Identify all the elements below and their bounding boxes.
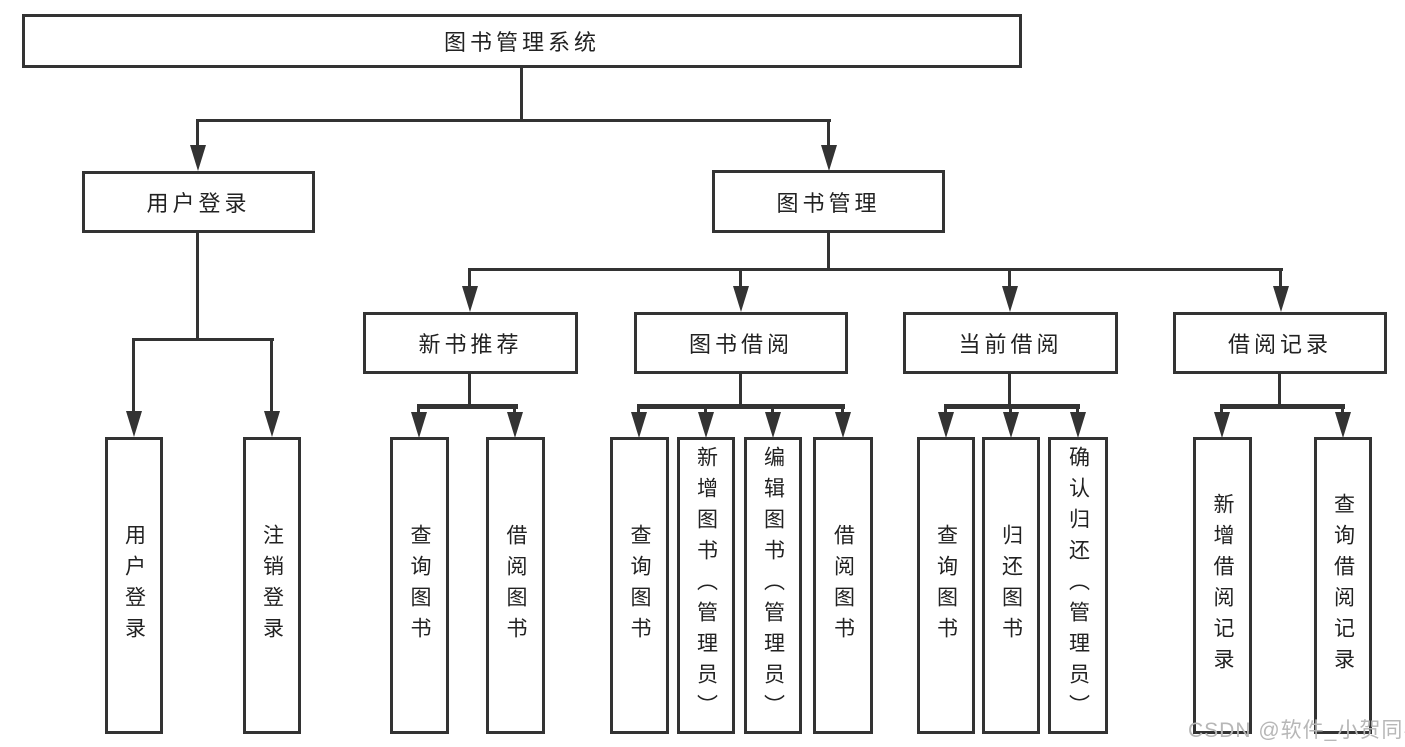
node-book-management-label: 图书管理 bbox=[776, 190, 881, 216]
node-book-borrowing-label: 图书借阅 bbox=[688, 332, 793, 357]
leaf-add-borrow-record: 新增借阅记录 bbox=[1193, 437, 1252, 734]
connector-leaf-shaft bbox=[1009, 404, 1012, 416]
connector-level3-shaft bbox=[468, 268, 471, 290]
connector-leaf-shaft bbox=[637, 404, 640, 416]
leaf-query-books-borrowing-label: 查询图书 bbox=[628, 523, 651, 648]
leaf-confirm-return-admin-label: 确认归还（管理员） bbox=[1066, 446, 1090, 725]
node-current-borrowing: 当前借阅 bbox=[903, 312, 1118, 374]
connector-current-bar bbox=[944, 404, 1080, 409]
connector-leaf-shaft bbox=[1076, 404, 1079, 416]
leaf-confirm-return-admin: 确认归还（管理员） bbox=[1048, 437, 1108, 734]
arrow-down-icon bbox=[698, 412, 714, 438]
arrow-down-icon bbox=[126, 411, 142, 437]
arrow-down-icon bbox=[821, 145, 837, 171]
arrow-down-icon bbox=[1335, 412, 1351, 438]
arrow-down-icon bbox=[1003, 412, 1019, 438]
leaf-query-books-current-label: 查询图书 bbox=[934, 523, 958, 648]
connector-leaf-shaft bbox=[417, 404, 420, 416]
arrow-down-icon bbox=[462, 286, 478, 312]
leaf-user-login-label: 用户登录 bbox=[122, 523, 146, 648]
connector-book-mgmt-shaft bbox=[827, 119, 830, 151]
leaf-borrow-books-label: 借阅图书 bbox=[831, 523, 855, 648]
connector-leaf-shaft bbox=[270, 338, 273, 414]
connector-recommend-bar bbox=[417, 404, 518, 409]
arrow-down-icon bbox=[835, 412, 851, 438]
leaf-edit-book-admin-label: 编辑图书（管理员） bbox=[761, 446, 785, 725]
arrow-down-icon bbox=[1070, 412, 1086, 438]
leaf-logout-label: 注销登录 bbox=[260, 523, 284, 648]
leaf-borrow-books: 借阅图书 bbox=[813, 437, 873, 734]
connector-user-bar bbox=[132, 338, 274, 341]
arrow-down-icon bbox=[264, 411, 280, 437]
connector-leaf-shaft bbox=[944, 404, 947, 416]
arrow-down-icon bbox=[733, 286, 749, 312]
arrow-down-icon bbox=[1214, 412, 1230, 438]
leaf-return-books: 归还图书 bbox=[982, 437, 1040, 734]
connector-level3-shaft bbox=[739, 268, 742, 290]
node-root-library-system: 图书管理系统 bbox=[22, 14, 1022, 68]
node-book-borrowing: 图书借阅 bbox=[634, 312, 848, 374]
connector-user-stem bbox=[196, 233, 199, 340]
connector-recommend-stem bbox=[468, 374, 471, 407]
node-borrowing-records-label: 借阅记录 bbox=[1227, 332, 1332, 357]
leaf-query-borrow-record: 查询借阅记录 bbox=[1314, 437, 1372, 734]
node-new-book-recommend-label: 新书推荐 bbox=[418, 332, 523, 357]
connector-level3-shaft bbox=[1279, 268, 1282, 290]
leaf-edit-book-admin: 编辑图书（管理员） bbox=[744, 437, 802, 734]
node-current-borrowing-label: 当前借阅 bbox=[958, 332, 1063, 357]
leaf-add-book-admin-label: 新增图书（管理员） bbox=[694, 446, 718, 725]
connector-level3-shaft bbox=[1008, 268, 1011, 290]
connector-leaf-shaft bbox=[771, 404, 774, 416]
arrow-down-icon bbox=[1273, 286, 1289, 312]
arrow-down-icon bbox=[765, 412, 781, 438]
leaf-query-borrow-record-label: 查询借阅记录 bbox=[1331, 492, 1355, 679]
arrow-down-icon bbox=[507, 412, 523, 438]
arrow-down-icon bbox=[411, 412, 427, 438]
node-borrowing-records: 借阅记录 bbox=[1173, 312, 1387, 374]
leaf-query-books-borrowing: 查询图书 bbox=[610, 437, 669, 734]
arrow-down-icon bbox=[631, 412, 647, 438]
connector-mgmt-bar bbox=[468, 268, 1283, 271]
connector-leaf-shaft bbox=[513, 404, 516, 416]
leaf-borrow-books-recommend-label: 借阅图书 bbox=[504, 523, 527, 648]
leaf-add-borrow-record-label: 新增借阅记录 bbox=[1211, 492, 1234, 679]
leaf-query-books-recommend: 查询图书 bbox=[390, 437, 449, 734]
leaf-return-books-label: 归还图书 bbox=[999, 523, 1023, 648]
arrow-down-icon bbox=[1002, 286, 1018, 312]
arrow-down-icon bbox=[190, 145, 206, 171]
node-root-label: 图书管理系统 bbox=[443, 30, 600, 55]
connector-borrowing-stem bbox=[739, 374, 742, 407]
node-user-login-label: 用户登录 bbox=[146, 191, 251, 216]
connector-records-bar bbox=[1220, 404, 1345, 409]
connector-leaf-shaft bbox=[132, 338, 135, 414]
csdn-watermark: CSDN @软件_小贺同学 bbox=[1188, 719, 1405, 742]
connector-leaf-shaft bbox=[1220, 404, 1223, 416]
connector-mgmt-stem bbox=[827, 232, 830, 270]
connector-root-bar bbox=[196, 119, 831, 122]
connector-records-stem bbox=[1278, 374, 1281, 407]
leaf-query-books-current: 查询图书 bbox=[917, 437, 975, 734]
node-new-book-recommend: 新书推荐 bbox=[363, 312, 578, 374]
connector-leaf-shaft bbox=[841, 404, 844, 416]
connector-borrowing-bar bbox=[637, 404, 845, 409]
arrow-down-icon bbox=[938, 412, 954, 438]
connector-user-login-shaft bbox=[196, 119, 199, 151]
leaf-borrow-books-recommend: 借阅图书 bbox=[486, 437, 545, 734]
connector-leaf-shaft bbox=[1341, 404, 1344, 416]
leaf-user-login: 用户登录 bbox=[105, 437, 163, 734]
leaf-add-book-admin: 新增图书（管理员） bbox=[677, 437, 735, 734]
leaf-query-books-recommend-label: 查询图书 bbox=[408, 523, 431, 648]
node-user-login: 用户登录 bbox=[82, 171, 315, 233]
connector-root-stem bbox=[520, 68, 523, 121]
node-book-management: 图书管理 bbox=[712, 170, 945, 233]
connector-leaf-shaft bbox=[704, 404, 707, 416]
leaf-logout: 注销登录 bbox=[243, 437, 301, 734]
connector-current-stem bbox=[1008, 374, 1011, 407]
